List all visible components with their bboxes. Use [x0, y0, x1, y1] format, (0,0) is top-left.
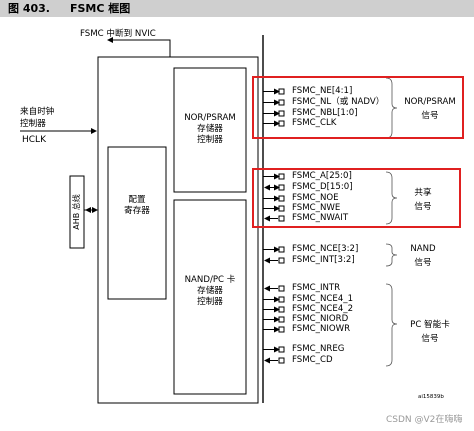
- watermark: CSDN @V2在嗨嗨: [386, 415, 463, 425]
- signal-fsmc-cd: FSMC_CD: [292, 355, 333, 365]
- nvic-arrow: [107, 37, 171, 57]
- hclk-label: HCLK: [22, 135, 46, 145]
- signal-fsmc-nwe: FSMC_NWE: [292, 203, 341, 213]
- signal-fsmc-int32: FSMC_INT[3:2]: [292, 255, 355, 265]
- figure-header: [0, 0, 474, 17]
- signal-fsmc-nwait: FSMC_NWAIT: [292, 213, 349, 223]
- group-label-pc-card: PC 智能卡 信号: [410, 320, 450, 344]
- signal-fsmc-nreg: FSMC_NREG: [292, 344, 345, 354]
- signal-fsmc-d: FSMC_D[15:0]: [292, 182, 353, 192]
- nor-controller-label: NOR/PSRAM 存储器 控制器: [184, 113, 236, 145]
- nor-highlight-box: [252, 76, 464, 139]
- ahb-bus-label: AHB 总线: [72, 194, 81, 230]
- shared-highlight-box: [252, 168, 461, 228]
- signal-fsmc-niowr: FSMC_NIOWR: [292, 324, 351, 334]
- group-label-nand: NAND 信号: [410, 244, 436, 268]
- signal-fsmc-nl: FSMC_NL（或 NADV）: [292, 97, 385, 107]
- signal-fsmc-noe: FSMC_NOE: [292, 193, 339, 203]
- nand-brace: [385, 243, 398, 267]
- signal-fsmc-ne: FSMC_NE[4:1]: [292, 86, 353, 96]
- group-label-shared: 共享 信号: [414, 188, 432, 212]
- clock-source-line1: 来自时钟: [20, 107, 55, 117]
- group-label-nor: NOR/PSRAM 信号: [404, 97, 456, 121]
- signal-fsmc-nce4-2: FSMC_NCE4_2: [292, 304, 354, 314]
- config-register-box: [107, 146, 167, 300]
- figure-title: FSMC 框图: [70, 2, 131, 15]
- ahb-bus-box: [69, 175, 85, 249]
- signal-fsmc-nce32: FSMC_NCE[3:2]: [292, 244, 359, 254]
- signal-fsmc-a: FSMC_A[25:0]: [292, 171, 352, 181]
- signal-fsmc-niord: FSMC_NIORD: [292, 314, 349, 324]
- figure-code: ai15839b: [418, 394, 444, 400]
- signal-fsmc-intr: FSMC_INTR: [292, 283, 341, 293]
- figure-number: 图 403.: [8, 2, 50, 15]
- nvic-label: FSMC 中断到 NVIC: [80, 29, 156, 39]
- signal-fsmc-nbl: FSMC_NBL[1:0]: [292, 108, 358, 118]
- nand-controller-box: [173, 199, 247, 395]
- nor-controller-box: [173, 67, 247, 193]
- pc-card-brace: [385, 283, 398, 367]
- fsmc-outer-box: [97, 56, 259, 404]
- config-register-label: 配置 寄存器: [124, 195, 150, 216]
- shared-signal-pins: [263, 173, 285, 222]
- nor-signal-pins: [263, 88, 285, 127]
- nand-signal-pins: [263, 246, 285, 264]
- nor-brace: [385, 77, 398, 139]
- signal-fsmc-clk: FSMC_CLK: [292, 118, 337, 128]
- shared-brace: [385, 171, 398, 225]
- pc-card-signal-pins: [263, 285, 285, 364]
- nand-controller-label: NAND/PC 卡 存储器 控制器: [184, 275, 236, 307]
- clock-source-line2: 控制器: [20, 119, 46, 129]
- signal-fsmc-nce4-1: FSMC_NCE4_1: [292, 294, 354, 304]
